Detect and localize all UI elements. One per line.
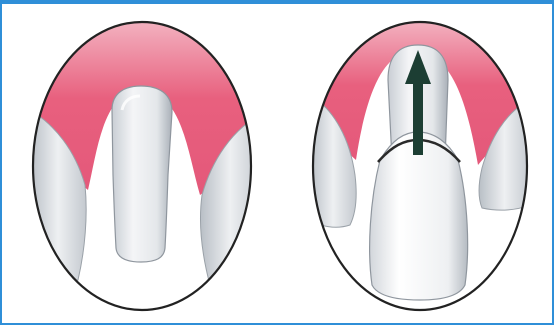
prepared-tooth-stump-icon: [112, 86, 172, 262]
crown: [370, 132, 468, 300]
